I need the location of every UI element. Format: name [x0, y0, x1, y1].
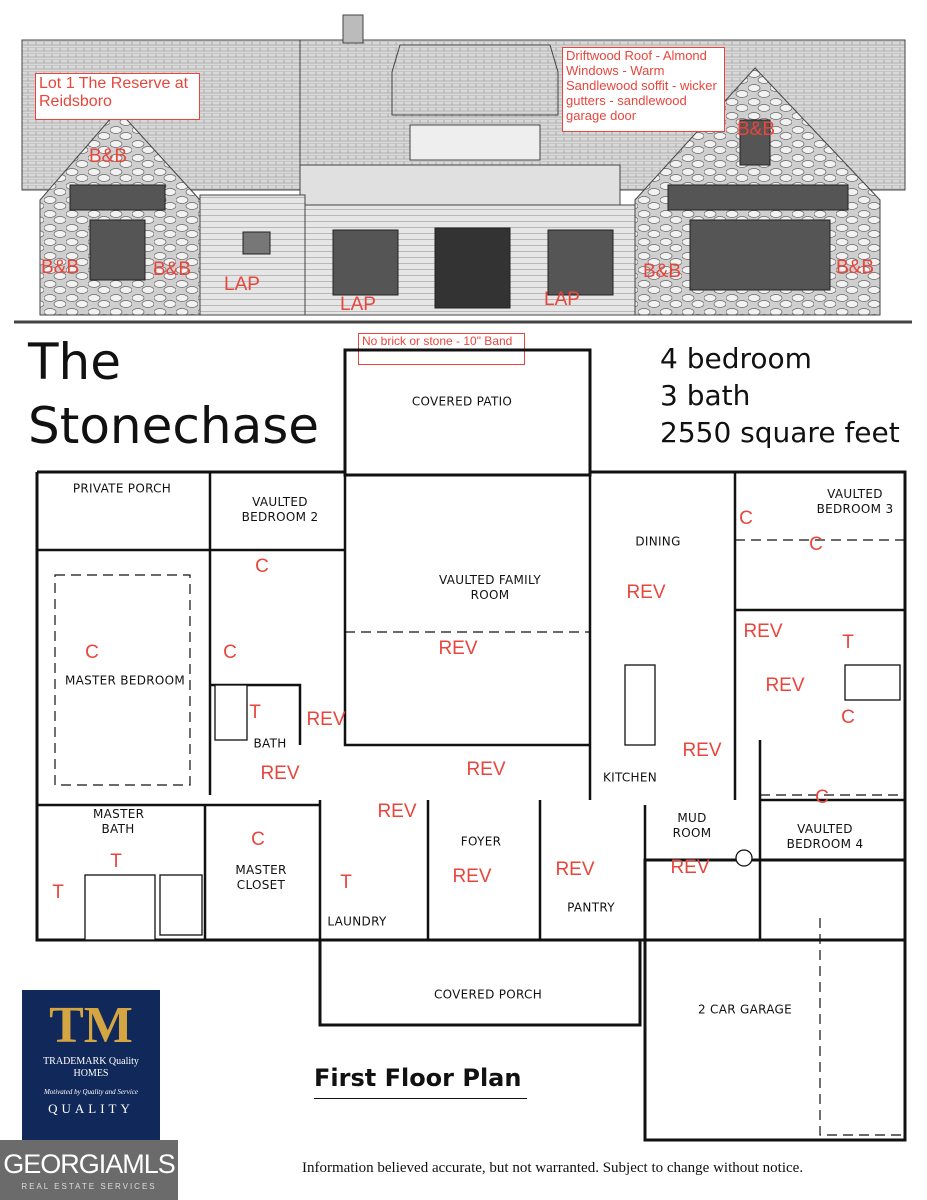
- bedrooms: 4 bedroom: [660, 342, 812, 375]
- material-label: B&B: [152, 259, 192, 280]
- markup-label: C: [85, 642, 99, 663]
- room-bedroom-2: VAULTED BEDROOM 2: [241, 495, 319, 524]
- front-elevation-drawing: [14, 14, 912, 324]
- garage-outline: [643, 858, 907, 1142]
- room-master-bath: MASTER BATH: [93, 807, 145, 836]
- band-note: No brick or stone - 10" Band: [358, 333, 525, 365]
- markup-label: REV: [260, 763, 300, 784]
- room-laundry: LAUNDRY: [327, 914, 387, 929]
- plan-name-line2: Stonechase: [28, 397, 320, 455]
- master-tub: [84, 874, 156, 941]
- markup-label: T: [110, 851, 122, 872]
- disclaimer: Information believed accurate, but not w…: [302, 1160, 804, 1176]
- material-label: B&B: [40, 257, 80, 278]
- floor-plan-title: First Floor Plan: [314, 1064, 528, 1099]
- markup-label: REV: [377, 801, 417, 822]
- markup-label: REV: [306, 709, 346, 730]
- shower: [159, 874, 203, 936]
- markup-label: T: [52, 882, 64, 903]
- room-private-porch: PRIVATE PORCH: [72, 481, 172, 496]
- markup-label: REV: [670, 857, 710, 878]
- kitchen-island: [624, 664, 656, 746]
- room-bedroom-4: VAULTED BEDROOM 4: [786, 822, 864, 851]
- baths: 3 bath: [660, 379, 751, 412]
- builder-tagline: Motivated by Quality and Service: [43, 1088, 139, 1096]
- exterior-colors-note: Driftwood Roof - Almond Windows - Warm S…: [562, 47, 725, 132]
- builder-logo: TM TRADEMARK Quality HOMES Motivated by …: [22, 990, 160, 1140]
- covered-porch-outline: [318, 938, 642, 1027]
- room-kitchen: KITCHEN: [602, 770, 658, 785]
- material-label: B&B: [736, 119, 776, 140]
- room-family: VAULTED FAMILY ROOM: [439, 573, 541, 602]
- bathtub: [214, 684, 248, 741]
- room-master-closet: MASTER CLOSET: [235, 863, 287, 892]
- room-mud-room: MUD ROOM: [672, 811, 712, 840]
- markup-label: REV: [438, 638, 478, 659]
- mls-logo-text: GEORGIAMLS: [3, 1149, 176, 1179]
- markup-label: REV: [466, 759, 506, 780]
- square-feet: 2550 square feet: [660, 416, 900, 449]
- markup-label: C: [815, 787, 829, 808]
- markup-label: REV: [555, 859, 595, 880]
- markup-label: T: [249, 702, 261, 723]
- room-foyer: FOYER: [460, 834, 502, 849]
- material-label: LAP: [544, 289, 580, 310]
- room-bedroom-3: VAULTED BEDROOM 3: [816, 487, 894, 516]
- room-garage: 2 CAR GARAGE: [697, 1002, 793, 1017]
- markup-label: T: [340, 872, 352, 893]
- georgia-mls-logo: GEORGIAMLS REAL ESTATE SERVICES: [0, 1140, 178, 1200]
- markup-label: REV: [626, 582, 666, 603]
- markup-label: REV: [743, 621, 783, 642]
- covered-patio-outline: [343, 348, 592, 477]
- room-pantry: PANTRY: [567, 900, 615, 915]
- material-label: B&B: [88, 146, 128, 167]
- markup-label: C: [739, 508, 753, 529]
- markup-label: C: [255, 556, 269, 577]
- markup-label: REV: [765, 675, 805, 696]
- room-bath: BATH: [253, 736, 287, 751]
- markup-label: T: [842, 632, 854, 653]
- mls-sub: REAL ESTATE SERVICES: [21, 1182, 157, 1191]
- builder-logo-text: TRADEMARK Quality HOMES: [43, 1056, 139, 1079]
- plan-specs: 4 bedroom 3 bath 2550 square feet: [660, 340, 900, 451]
- plan-name: The Stonechase: [28, 330, 319, 458]
- markup-label: REV: [682, 740, 722, 761]
- room-dining: DINING: [635, 534, 681, 549]
- markup-label: C: [251, 829, 265, 850]
- lot-note: Lot 1 The Reserve at Reidsboro: [35, 73, 200, 120]
- markup-label: C: [841, 707, 855, 728]
- material-label: B&B: [835, 257, 875, 278]
- bedroom3-tub: [844, 664, 901, 701]
- builder-extra: QUALITY: [48, 1101, 134, 1116]
- material-label: LAP: [224, 274, 260, 295]
- material-label: B&B: [642, 261, 682, 282]
- room-covered-porch: COVERED PORCH: [433, 987, 543, 1002]
- markup-label: C: [809, 534, 823, 555]
- room-covered-patio: COVERED PATIO: [411, 394, 513, 409]
- material-label: LAP: [340, 294, 376, 315]
- tm-monogram: TM: [49, 997, 133, 1054]
- room-master-bedroom: MASTER BEDROOM: [64, 673, 186, 688]
- water-heater: [735, 849, 753, 867]
- markup-label: REV: [452, 866, 492, 887]
- markup-label: C: [223, 642, 237, 663]
- plan-name-line1: The: [28, 333, 121, 391]
